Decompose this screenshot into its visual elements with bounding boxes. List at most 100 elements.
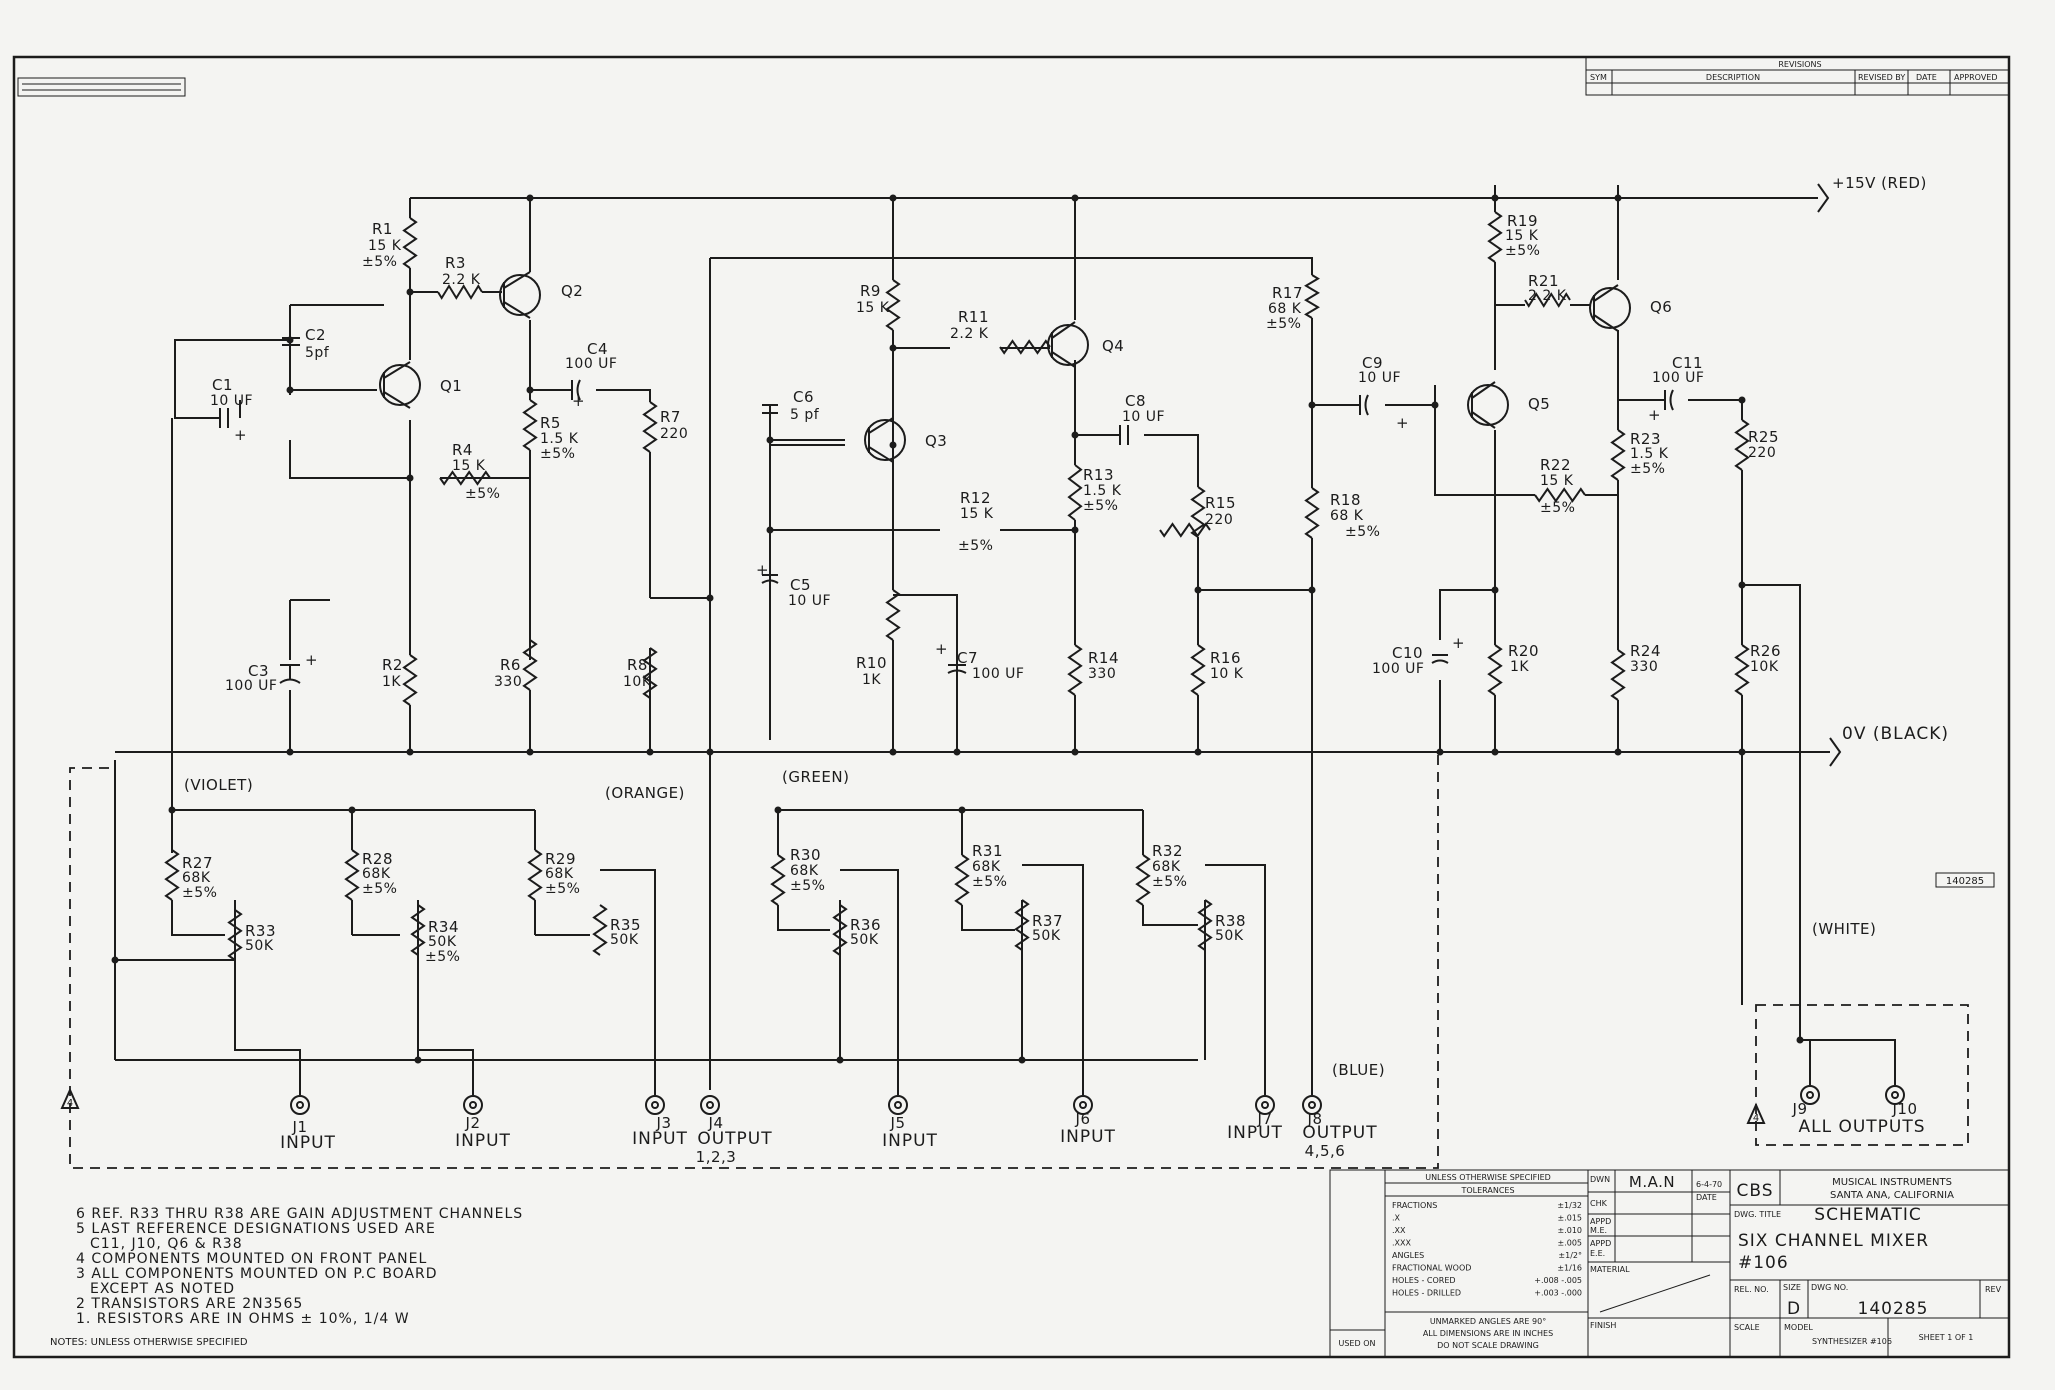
note-5: 5 LAST REFERENCE DESIGNATIONS USED ARE [76,1221,436,1237]
r15-ref: R15 [1205,494,1236,512]
r1-tol: ±5% [362,254,397,270]
rev-col-approved: APPROVED [1954,73,1998,82]
r28-tol: ±5% [362,881,397,897]
r3-value: 2.2 K [442,272,481,288]
white-label: (WHITE) [1812,920,1876,938]
q1-symbol [379,364,421,406]
q6-label: Q6 [1650,298,1672,316]
c4-plus: + [572,392,585,410]
rev-col-description: DESCRIPTION [1706,73,1760,82]
r7-value: 220 [660,426,688,442]
j2-ref: J2 [465,1114,481,1132]
junction-dot [1796,1036,1804,1044]
r24-ref: R24 [1630,642,1661,660]
r23-value: 1.5 K [1630,446,1669,462]
tolerance-value: +.003 -.000 [1534,1289,1582,1298]
tb-rev: REV [1985,1285,2002,1294]
resistor-symbols [164,211,1750,961]
tb-appd-2: APPD [1590,1239,1611,1248]
junction-dot [414,1056,422,1064]
tb-scale: SCALE [1734,1323,1760,1332]
c7-plus: + [935,640,948,658]
r37-value: 50K [1032,928,1061,944]
j4-channels: 1,2,3 [696,1148,737,1166]
r28-value: 68K [362,866,391,882]
resistor-zigzag [885,279,901,331]
tolerance-value: ±.010 [1557,1226,1582,1235]
junction-dot [889,441,897,449]
r36-value: 50K [850,932,879,948]
resistor-zigzag [1304,274,1320,319]
tb-ee: E.E. [1590,1249,1605,1258]
tb-dwn-date: 6-4-70 [1696,1180,1722,1189]
resistor-zigzag [592,904,608,956]
j5-function: INPUT [882,1131,938,1151]
tb-company-3: SANTA ANA, CALIFORNIA [1830,1190,1954,1201]
r4-tol: ±5% [465,486,500,502]
green-label: (GREEN) [782,768,849,786]
junction-dot [526,386,534,394]
tb-unless: UNLESS OTHERWISE SPECIFIED [1425,1173,1551,1182]
r19-value: 15 K [1505,228,1539,244]
junction-dot [168,806,176,814]
r4-value: 15 K [452,458,486,474]
r11-ref: R11 [958,308,989,326]
c7-ref: C7 [957,649,978,667]
junction-dot [1071,748,1079,756]
c2-value: 5pf [305,345,330,361]
j3-ref: J3 [656,1114,672,1132]
junction-dot [1614,194,1622,202]
r27-value: 68K [182,870,211,886]
tb-company: CBS [1736,1181,1773,1201]
c2-ref: C2 [305,326,326,344]
r29-ref: R29 [545,850,576,868]
resistor-zigzag [402,217,418,269]
r21-ref: R21 [1528,272,1559,290]
tb-unmarked-3: DO NOT SCALE DRAWING [1437,1341,1539,1350]
r13-tol: ±5% [1083,498,1118,514]
r20-ref: R20 [1508,642,1539,660]
r17-tol: ±5% [1266,316,1301,332]
resistor-zigzag [410,904,426,956]
tb-dwg-no: 140285 [1858,1299,1929,1319]
resistor-zigzag [1524,292,1571,308]
j7-ref: J7 [1257,1110,1273,1128]
r12-ref: R12 [960,489,991,507]
r25-value: 220 [1748,445,1776,461]
resistor-zigzag [1135,854,1151,906]
junction-dots [111,194,1804,1064]
note-3: 3 ALL COMPONENTS MOUNTED ON P.C BOARD [76,1266,438,1282]
junction-dot [766,526,774,534]
resistor-zigzag [227,909,243,961]
resistor-zigzag [954,854,970,906]
note-6: 6 REF. R33 THRU R38 ARE GAIN ADJUSTMENT … [76,1206,523,1222]
r18-ref: R18 [1330,491,1361,509]
junction-dot [406,748,414,756]
j4-ref: J4 [708,1114,724,1132]
r37-ref: R37 [1032,912,1063,930]
r23-tol: ±5% [1630,461,1665,477]
all-outputs-label: ALL OUTPUTS [1798,1117,1925,1137]
c8-ref: C8 [1125,392,1146,410]
resistor-zigzag [522,639,538,691]
r13-ref: R13 [1083,466,1114,484]
resistor-zigzag [1610,649,1626,701]
r29-value: 68K [545,866,574,882]
r26-ref: R26 [1750,642,1781,660]
wiring [114,183,1896,1095]
r6-ref: R6 [500,656,521,674]
j8-channels: 4,5,6 [1305,1142,1346,1160]
c4-ref: C4 [587,340,608,358]
resistor-zigzag [522,399,538,451]
tolerance-label: ANGLES [1392,1251,1424,1260]
r30-tol: ±5% [790,878,825,894]
output-panel-flag: 4 [1753,1113,1759,1124]
r8-value: 10K [623,674,652,690]
jack-symbols [60,1085,1905,1124]
stamp-box [17,77,186,97]
j9-ref: J9 [1792,1100,1808,1118]
junction-dot [1308,586,1316,594]
tb-unmarked-1: UNMARKED ANGLES ARE 90° [1430,1317,1546,1326]
c5-plus: + [756,561,769,579]
r15-value: 220 [1205,512,1233,528]
